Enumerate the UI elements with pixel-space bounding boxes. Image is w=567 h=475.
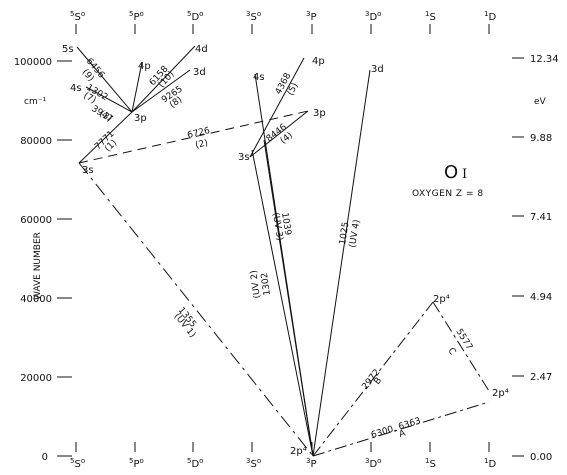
column-footer-5S: 5So [70,457,85,470]
transition-line-1025-uv4 [312,69,371,457]
level-ground: 2p⁴ [290,446,307,457]
multiplet-label: A [398,428,408,440]
left-axis: 100000 80000 60000 40000 20000 0 cm⁻¹ WA… [14,57,72,463]
transition-line-3947 [131,61,143,113]
transition-line-7771 [78,111,133,164]
multiplet-label: B [372,376,384,387]
column-header-3P: 3P [306,10,317,23]
left-axis-title: WAVE NUMBER [33,232,43,300]
multiplet-label: (UV 2) [249,269,263,298]
left-axis-unit: cm⁻¹ [24,97,46,107]
wavelength-label: 1302 [260,272,273,296]
transition-line-6300 [312,401,490,457]
level-3s-quintet: 3s [82,165,94,176]
level-4d-quintet: 4d [195,44,208,55]
transition-line-5577 [432,301,490,392]
transition-line-8446 [249,110,309,158]
wavelength-label: 6726 [186,126,211,141]
element-subtitle: OXYGEN Z = 8 [412,189,484,199]
column-header-1S: 1S [425,10,436,23]
transition-line-9265 [131,69,191,113]
right-tick-label: 9.88 [530,133,552,144]
column-header-3D: 3Do [365,10,381,23]
wavelength-label: 5577 [453,327,474,352]
right-tick-label: 12.34 [530,54,559,65]
left-tick-label: 40000 [20,294,52,305]
transition-line-4368 [249,57,305,158]
left-tick-label: 100000 [14,57,52,68]
wavelength-label: 1025 [338,221,351,245]
level-1D: 2p⁴ [492,388,509,399]
left-tick-label: 60000 [20,215,52,226]
level-3p-triplet: 3p [313,108,326,119]
element-symbol: O [444,162,458,183]
column-footer-3D: 3Do [365,457,381,470]
column-header-5D: 5Do [187,10,203,23]
transition-line-6158 [131,45,196,113]
level-3p-quintet: 3p [134,113,147,124]
left-tick-label: 20000 [20,373,52,384]
transition-line-2972 [312,301,434,457]
transition-lines [76,45,490,457]
transition-line-1302-q [85,86,133,113]
wavelength-label: 1039 [279,212,293,236]
column-footer-1S: 1S [425,457,436,470]
level-5s: 5s [62,44,74,55]
right-axis-unit: eV [534,97,547,107]
level-3d-quintet: 3d [193,67,206,78]
column-header-1D: 1D [484,10,496,23]
level-4p-triplet: 4p [312,56,325,67]
column-headers-bottom: 5So 5Po 5Do 3So 3P 3Do 1S 1D [70,457,496,470]
column-header-5P: 5Po [129,10,144,23]
level-labels: 5s 4s 3s 4p 3p 4d 3d 4s 3s 4p 3p 3d 2p⁴ … [62,44,509,457]
transition-line-1039-uv3 [263,139,314,457]
ionization-numeral: I [462,167,467,182]
transition-line-1302-uv2 [251,149,314,457]
multiplet-label: (2) [194,138,209,151]
column-footer-5D: 5Do [187,457,203,470]
level-4p-quintet: 4p [138,61,151,72]
transition-line-1355 [78,162,314,457]
transition-line-6456 [76,46,133,113]
column-footer-5P: 5Po [129,457,144,470]
right-tick-label: 4.94 [530,292,552,303]
column-footer-1D: 1D [484,457,496,470]
column-header-3S: 3So [246,10,261,23]
level-3s-triplet: 3s [238,152,250,163]
right-tick-label: 0.00 [530,452,552,463]
column-headers-top: 5So 5Po 5Do 3So 3P 3Do 1S 1D [70,10,496,23]
multiplet-label: (UV 4) [348,219,362,249]
column-header-5S: 5So [70,10,85,23]
multiplet-label: (UV 3) [270,212,284,242]
right-tick-label: 2.47 [530,372,552,383]
left-tick-label: 80000 [20,136,52,147]
wavelength-label: 6300, 6363 [370,416,422,441]
level-4s-quintet: 4s [70,83,82,94]
multiplet-label: C [445,346,457,357]
left-tick-label: 0 [42,452,48,463]
column-footer-3S: 3So [246,457,261,470]
title-block: O I OXYGEN Z = 8 [412,162,484,199]
level-3d-triplet: 3d [371,64,384,75]
right-tick-label: 7.41 [530,212,552,223]
right-axis: 12.34 9.88 7.41 4.94 2.47 0.00 eV [512,54,559,463]
column-footer-3P: 3P [306,457,317,470]
level-1S: 2p⁴ [433,294,450,305]
level-4s-triplet: 4s [253,72,265,83]
